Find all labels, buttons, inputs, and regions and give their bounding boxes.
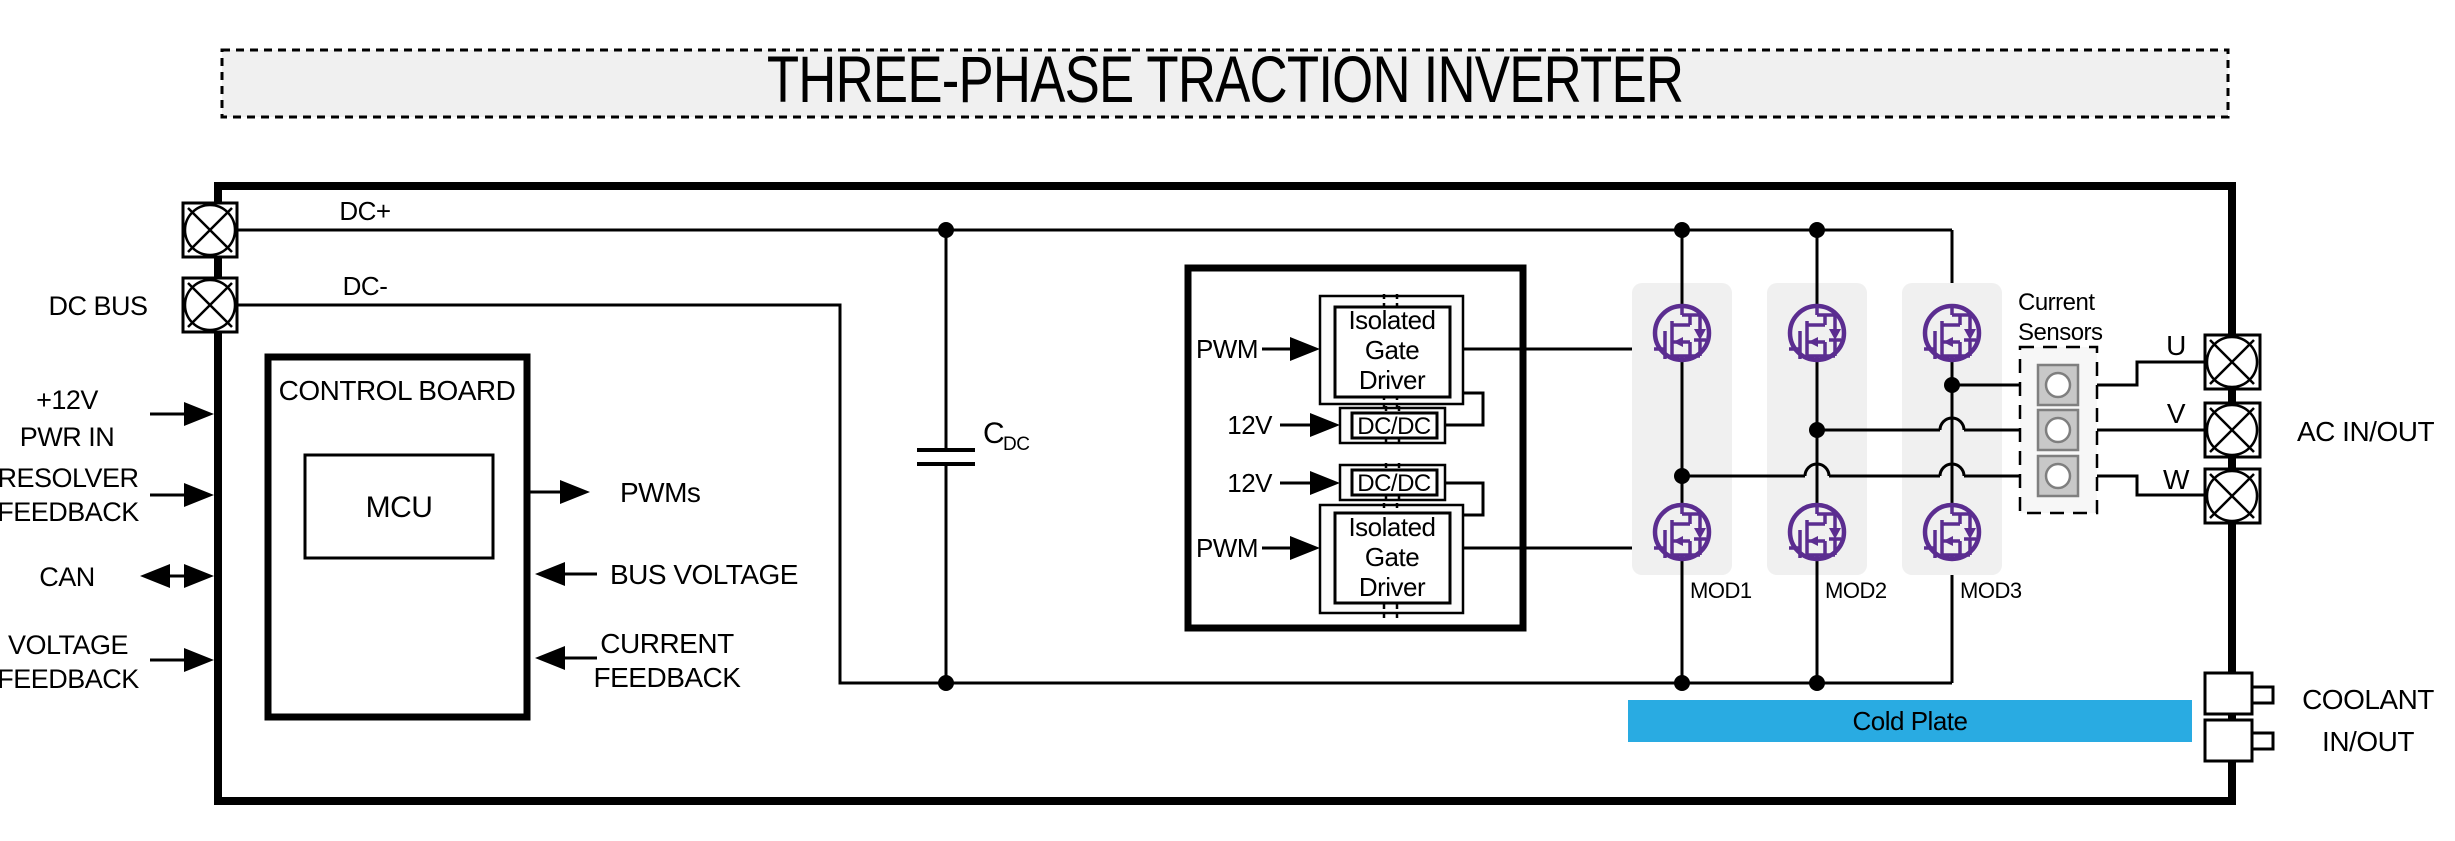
pwm-top-label: PWM xyxy=(1196,334,1258,364)
dc-plus-connector-icon xyxy=(181,201,239,259)
gate-driver-board: Isolated Gate Driver PWM DC/DC 12V DC/DC… xyxy=(1184,264,1527,632)
title-banner-box xyxy=(220,48,2230,119)
resolver-label-line1: RESOLVER xyxy=(0,463,139,493)
phase-v-label: V xyxy=(2167,398,2186,429)
coolant-ports: COOLANT IN/OUT xyxy=(2203,671,2435,763)
current-sensors: Current Sensors xyxy=(2018,289,2104,515)
right-arrow-icon xyxy=(184,402,214,426)
current-sensor-v-icon xyxy=(2036,408,2080,452)
dc-link-capacitor: C DC xyxy=(917,230,1030,683)
right-arrow-icon xyxy=(184,564,214,588)
ac-connector-w-icon xyxy=(2203,467,2262,525)
coolant-label-line2: IN/OUT xyxy=(2322,726,2414,757)
gate-driver-bottom-box xyxy=(1333,511,1452,605)
left-arrow-icon xyxy=(535,562,565,586)
current-sensors-label-line2: Sensors xyxy=(2018,319,2103,346)
dcdc-bottom-label: DC/DC xyxy=(1357,470,1431,497)
right-arrow-icon xyxy=(184,483,214,507)
control-board: CONTROL BOARD MCU xyxy=(264,353,531,721)
pwr-in-label-line2: PWR IN xyxy=(20,422,115,452)
signal-pwms: PWMs xyxy=(527,477,701,508)
left-arrow-icon xyxy=(535,646,565,670)
can-label: CAN xyxy=(39,562,95,592)
diagram-title: THREE-PHASE TRACTION INVERTER xyxy=(767,42,1683,116)
mcu-box xyxy=(303,453,495,560)
coolant-label-line1: COOLANT xyxy=(2302,684,2434,715)
port-voltage-feedback: VOLTAGE FEEDBACK xyxy=(0,630,214,694)
right-arrow-icon xyxy=(1290,536,1320,560)
dc-minus-label: DC- xyxy=(343,271,388,301)
ac-output: U V W AC IN/OUT xyxy=(2163,330,2435,525)
right-arrow-icon xyxy=(1310,413,1340,437)
ac-connector-v-icon xyxy=(2203,401,2262,459)
pwm-bottom-label: PWM xyxy=(1196,533,1258,563)
right-arrow-icon xyxy=(184,648,214,672)
current-sensor-u-icon xyxy=(2036,363,2080,407)
gate-driver-top-line2: Gate xyxy=(1365,335,1419,365)
signal-current-feedback: CURRENT FEEDBACK xyxy=(535,628,742,693)
mod1-label: MOD1 xyxy=(1690,578,1752,603)
phase-w-label: W xyxy=(2163,464,2190,495)
current-sensor-w-icon xyxy=(2036,454,2080,498)
control-board-title: CONTROL BOARD xyxy=(279,375,516,406)
gate-driver-top-line3: Driver xyxy=(1359,365,1426,395)
coolant-fitting-top-icon xyxy=(2203,671,2275,716)
port-12v-pwr-in: +12V PWR IN xyxy=(20,385,214,452)
port-can: CAN xyxy=(39,562,214,592)
dcdc-bottom-box xyxy=(1350,468,1439,497)
gate-driver-top-line1: Isolated xyxy=(1348,305,1435,335)
mod3-label: MOD3 xyxy=(1960,578,2022,603)
dcdc-top-label: DC/DC xyxy=(1357,413,1431,440)
junction-dots xyxy=(938,222,1960,691)
ac-connector-u-icon xyxy=(2203,333,2262,391)
current-feedback-label-line2: FEEDBACK xyxy=(594,662,742,693)
cold-plate-label: Cold Plate xyxy=(1853,706,1968,736)
voltage-label-line1: VOLTAGE xyxy=(8,630,128,660)
capacitor-icon xyxy=(917,448,975,466)
mcu-label: MCU xyxy=(366,491,433,524)
dc-minus-connector-icon xyxy=(181,276,239,334)
phase-u-label: U xyxy=(2166,330,2186,361)
power-stage: MOD1 MOD2 MOD3 xyxy=(1632,230,2205,683)
gate-driver-bottom-line1: Isolated xyxy=(1348,512,1435,542)
v12-bottom-label: 12V xyxy=(1227,468,1273,498)
right-arrow-icon xyxy=(1310,471,1340,495)
dc-bus-input: DC BUS DC+ DC- xyxy=(48,196,391,334)
v12-top-label: 12V xyxy=(1227,410,1273,440)
ac-in-out-label: AC IN/OUT xyxy=(2297,416,2434,447)
right-arrow-icon xyxy=(1290,337,1320,361)
voltage-label-line2: FEEDBACK xyxy=(0,664,139,694)
left-arrow-icon xyxy=(140,564,170,588)
dcdc-top-box xyxy=(1350,411,1439,440)
mod2-label: MOD2 xyxy=(1825,578,1887,603)
gate-driver-bottom-line2: Gate xyxy=(1365,542,1419,572)
pwms-label: PWMs xyxy=(620,477,700,508)
gate-driver-bottom-line3: Driver xyxy=(1359,572,1426,602)
current-feedback-label-line1: CURRENT xyxy=(600,628,734,659)
dc-bus-label: DC BUS xyxy=(48,291,147,321)
dc-plus-label: DC+ xyxy=(339,196,390,226)
title-banner: THREE-PHASE TRACTION INVERTER xyxy=(220,42,2230,119)
capacitor-label-subscript: DC xyxy=(1003,434,1029,455)
coolant-fitting-bottom-icon xyxy=(2203,718,2275,763)
resolver-label-line2: FEEDBACK xyxy=(0,497,139,527)
port-resolver-feedback: RESOLVER FEEDBACK xyxy=(0,463,214,527)
cold-plate: Cold Plate xyxy=(1628,700,2192,742)
current-sensors-label-line1: Current xyxy=(2018,289,2095,316)
pwr-in-label-line1: +12V xyxy=(36,385,98,415)
capacitor-label: C xyxy=(983,417,1004,450)
bus-voltage-label: BUS VOLTAGE xyxy=(610,559,798,590)
cold-plate-bar xyxy=(1628,700,2192,742)
gate-driver-top-box xyxy=(1333,305,1452,399)
signal-bus-voltage: BUS VOLTAGE xyxy=(535,559,798,590)
right-arrow-icon xyxy=(560,480,590,504)
